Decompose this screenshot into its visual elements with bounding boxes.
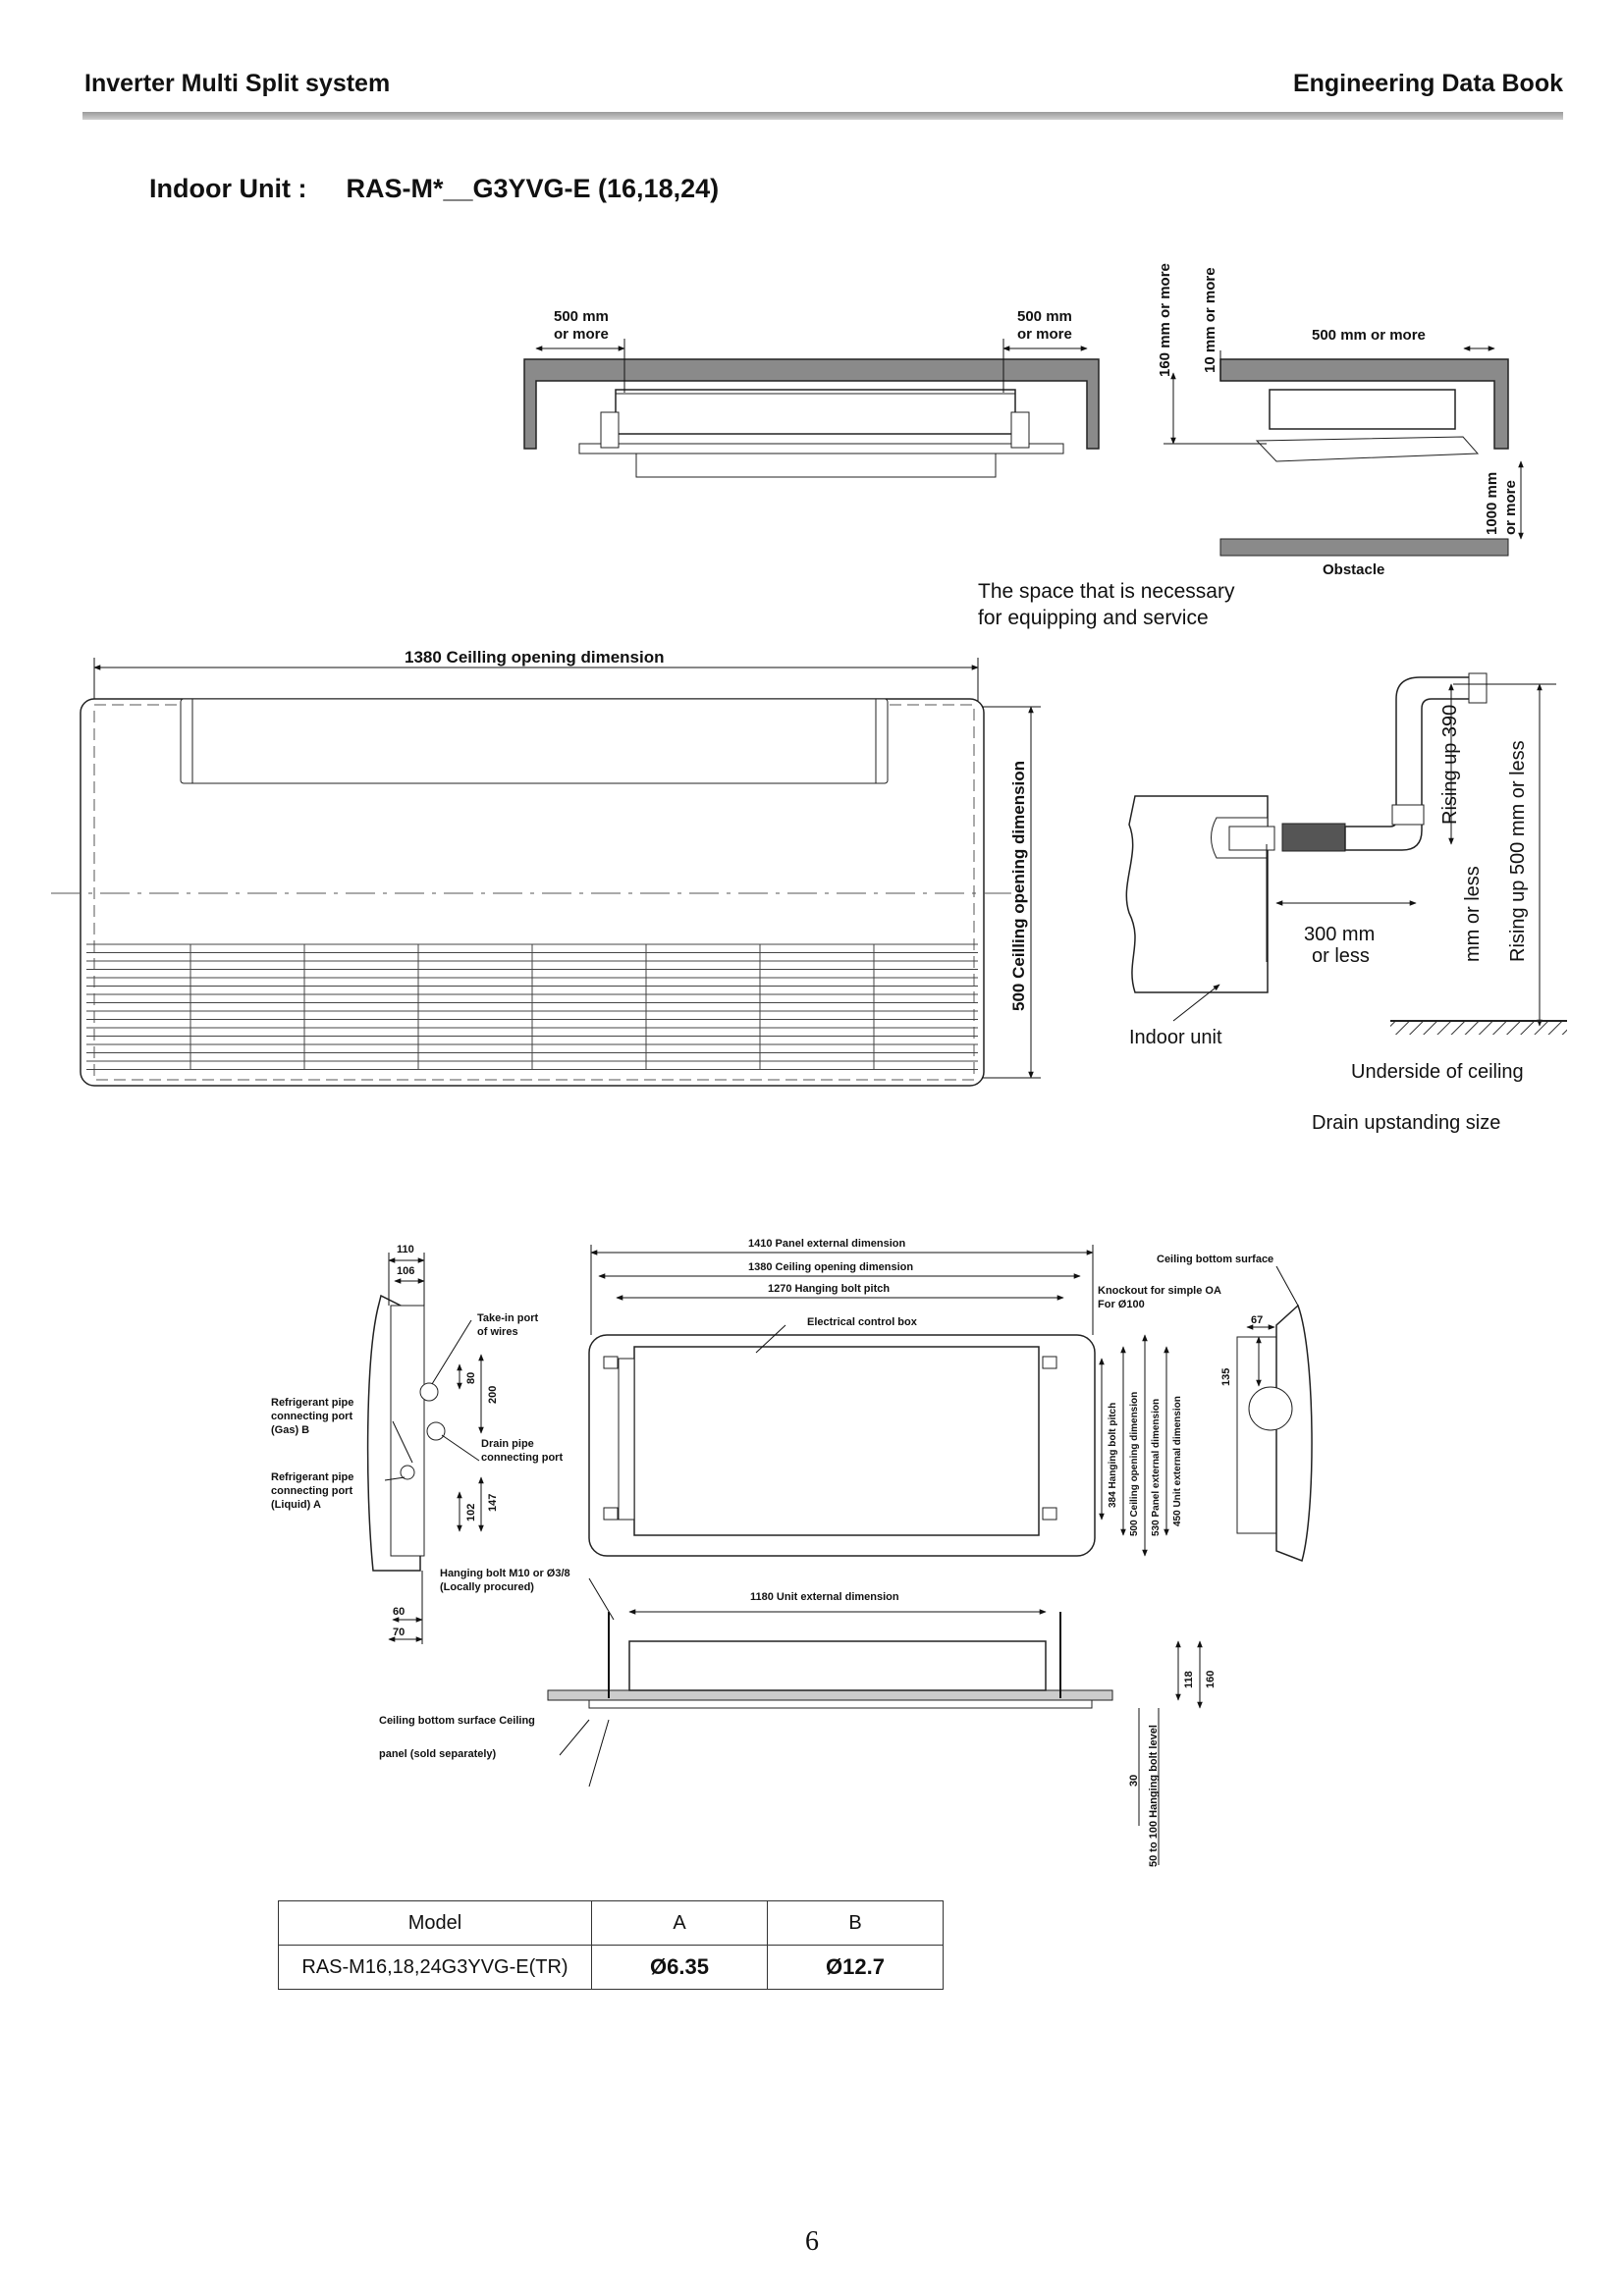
dim-unit-450: 450 Unit external dimension [1172,1396,1183,1526]
table-cell-b: Ø12.7 [767,1945,944,1990]
spec-table: Model A B RAS-M16,18,24G3YVG-E(TR) Ø6.35… [278,1900,944,1990]
service-space-side-view [1164,346,1524,557]
dim-unit-1180: 1180 Unit external dimension [750,1591,899,1603]
dim-hanging-pitch: 1270 Hanging bolt pitch [768,1283,890,1295]
table-header-model: Model [278,1900,592,1946]
page-title: Indoor Unit : RAS-M*__G3YVG-E (16,18,24) [149,174,719,204]
dim-liq-3: (Liquid) A [271,1499,321,1511]
dim-panel-sold: panel (sold separately) [379,1748,497,1760]
dim-106: 106 [397,1265,414,1277]
table-header-b: B [767,1900,944,1946]
drain-rising-390: Rising up 390 [1439,705,1461,825]
drain-indoor-unit: Indoor unit [1129,1027,1222,1048]
dim-135: 135 [1220,1368,1232,1386]
drain-dist-2: or less [1312,945,1370,967]
dimension-front-view [547,1577,1203,1865]
title-label: Indoor Unit : [149,174,307,203]
drain-underside: Underside of ceiling [1351,1061,1524,1083]
dimension-end-view [1236,1265,1313,1562]
dim-drain-2: connecting port [481,1452,563,1464]
dim-take-in-2: of wires [477,1326,518,1338]
header-left: Inverter Multi Split system [84,70,391,97]
drain-caption: Drain upstanding size [1312,1112,1500,1134]
dim-118: 118 [1183,1671,1195,1688]
header-rule [82,112,1563,120]
dim-102: 102 [465,1504,477,1522]
dim-80: 80 [465,1372,477,1384]
dim-gas-2: connecting port [271,1411,352,1422]
ceiling-panel-view [51,658,1041,1087]
table-header-row: Model A B [278,1900,944,1946]
space-vert-160: 160 mm or more [1157,263,1173,377]
space-front-left-1: 500 mm [554,308,609,325]
table-header-a: A [591,1900,768,1946]
dim-hang-bolt-1: Hanging bolt M10 or Ø3/8 [440,1568,570,1579]
ceiling-depth-dim: 500 Ceilling opening dimension [1009,761,1028,1011]
drain-diagram [1125,672,1567,1035]
dim-take-in-1: Take-in port [477,1312,538,1324]
dim-elec-box: Electrical control box [807,1316,918,1328]
space-bottom-1: 1000 mm [1484,472,1500,535]
dim-30: 30 [1128,1775,1140,1787]
drain-rising-500: Rising up 500 mm or less [1507,740,1529,962]
dim-160: 160 [1205,1671,1217,1688]
dim-knockout-1: Knockout for simple OA [1098,1285,1221,1297]
space-front-left-2: or more [554,326,609,343]
page-number: 6 [805,2226,819,2257]
table-cell-model: RAS-M16,18,24G3YVG-E(TR) [278,1945,592,1990]
dim-liq-2: connecting port [271,1485,352,1497]
drain-dist-1: 300 mm [1304,924,1375,945]
dim-ceiling-open: 1380 Ceiling opening dimension [748,1261,913,1273]
table-row: RAS-M16,18,24G3YVG-E(TR) Ø6.35 Ø12.7 [278,1945,944,1990]
space-front-right-1: 500 mm [1017,308,1072,325]
dim-ceil-bottom: Ceiling bottom surface [1157,1254,1273,1265]
space-front-right-2: or more [1017,326,1072,343]
service-caption-2: for equipping and service [978,607,1209,629]
space-side: 500 mm or more [1312,327,1426,344]
dim-hang-bolt-2: (Locally procured) [440,1581,534,1593]
dimension-side-view [366,1253,484,1644]
dim-70: 70 [393,1627,405,1638]
space-bottom-2: or more [1502,480,1519,535]
dim-hang-384: 384 Hanging bolt pitch [1108,1403,1118,1508]
dim-67: 67 [1251,1314,1263,1326]
dim-bolt-level: 50 to 100 Hanging bolt level [1148,1725,1160,1867]
dim-147: 147 [487,1494,499,1512]
dim-panel-ext: 1410 Panel external dimension [748,1238,905,1250]
panel-grille [86,943,978,1070]
title-model: RAS-M*__G3YVG-E (16,18,24) [346,174,720,203]
dim-60: 60 [393,1606,405,1618]
ceiling-width-dim: 1380 Ceilling opening dimension [405,648,665,667]
service-caption-1: The space that is necessary [978,580,1235,603]
drain-mm-or-less: mm or less [1462,866,1484,962]
dim-200: 200 [487,1386,499,1404]
dim-gas-1: Refrigerant pipe [271,1397,353,1409]
table-cell-a: Ø6.35 [591,1945,768,1990]
dim-liq-1: Refrigerant pipe [271,1471,353,1483]
dim-ceil-500: 500 Ceiling opening dimension [1129,1392,1140,1536]
service-space-front-view [523,339,1100,478]
dim-drain-1: Drain pipe [481,1438,534,1450]
header-right: Engineering Data Book [1292,70,1563,97]
dim-panel-530: 530 Panel external dimension [1151,1399,1162,1536]
dim-110: 110 [397,1244,414,1255]
dim-ceil-surf: Ceiling bottom surface Ceiling [379,1715,535,1727]
dim-gas-3: (Gas) B [271,1424,309,1436]
dimension-top-view [588,1245,1169,1557]
space-vert-10: 10 mm or more [1202,267,1218,373]
dim-knockout-2: For Ø100 [1098,1299,1145,1310]
obstacle-label: Obstacle [1323,561,1384,578]
